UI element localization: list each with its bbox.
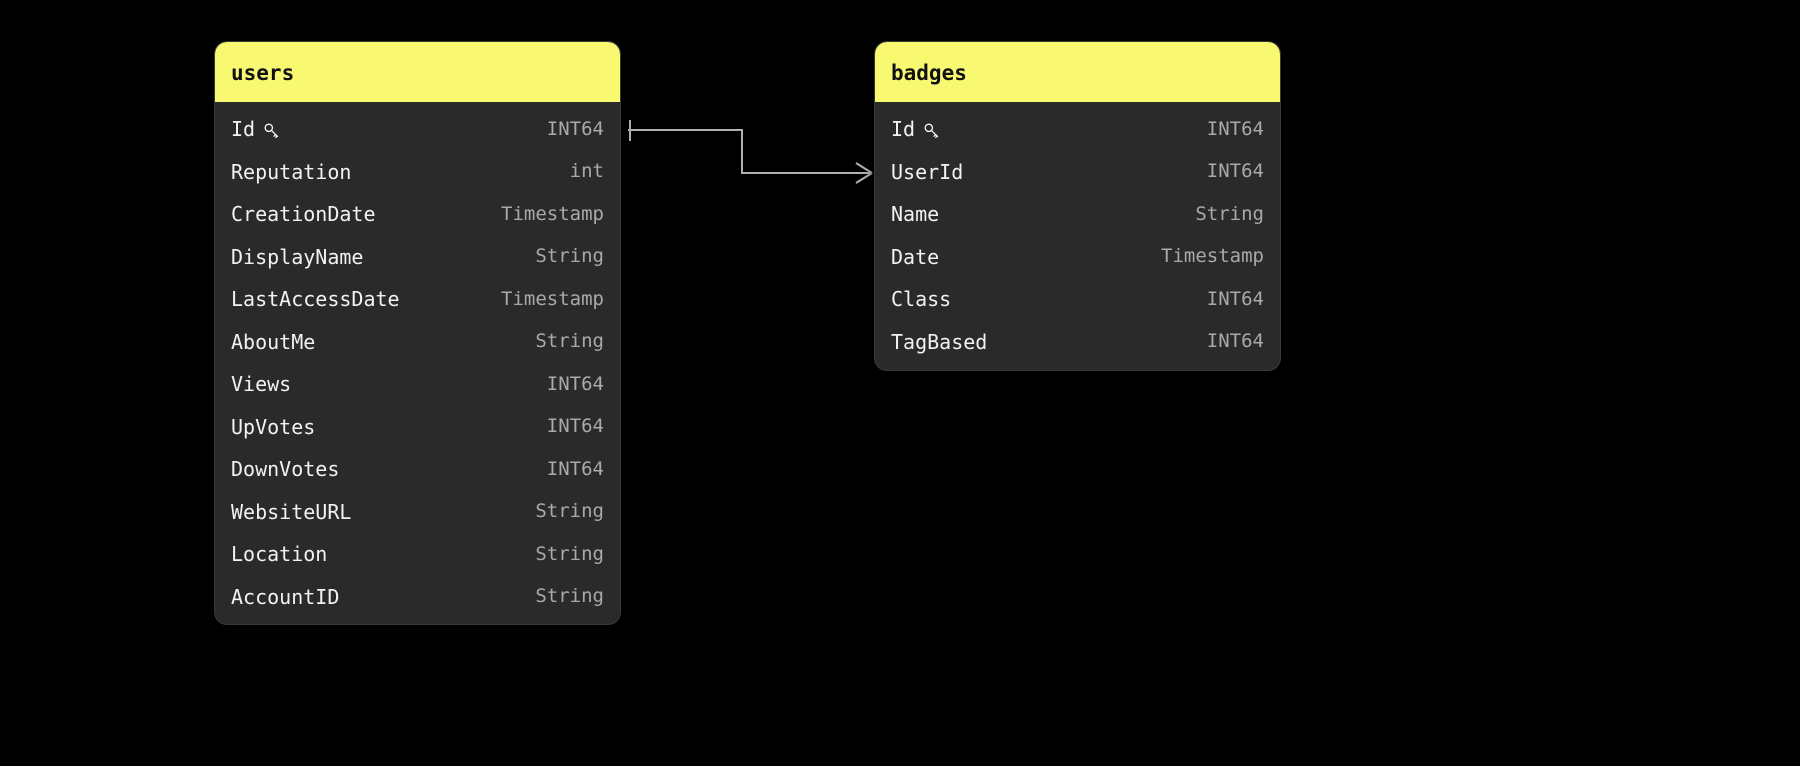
entity-title-users[interactable]: users [215, 42, 620, 102]
field-row[interactable]: UpVotes INT64 [215, 406, 620, 449]
field-name-wrapper: Name [891, 204, 939, 224]
field-type: String [535, 542, 604, 565]
relationship-line [628, 129, 862, 174]
field-type: INT64 [546, 415, 604, 438]
field-name-wrapper: Views [231, 374, 291, 394]
field-row[interactable]: CreationDate Timestamp [215, 193, 620, 236]
field-type: INT64 [1206, 160, 1264, 183]
field-name: Views [231, 372, 292, 397]
field-name-wrapper: AccountID [231, 587, 339, 607]
field-name-wrapper: CreationDate [231, 204, 376, 224]
field-row[interactable]: AccountID String [215, 576, 620, 619]
cardinality-many-marker [855, 162, 873, 184]
field-row[interactable]: Id INT64 [215, 108, 620, 151]
field-type: INT64 [546, 457, 604, 480]
field-type: int [569, 160, 604, 183]
field-name: Date [891, 244, 940, 269]
field-type: String [1195, 202, 1264, 225]
field-row[interactable]: Name String [875, 193, 1280, 236]
field-row[interactable]: DownVotes INT64 [215, 448, 620, 491]
key-icon [922, 121, 941, 140]
field-name-wrapper: Reputation [231, 162, 351, 182]
field-name-wrapper: UpVotes [231, 417, 315, 437]
field-type: INT64 [1206, 117, 1264, 140]
field-name-wrapper: Id [891, 119, 941, 139]
field-row[interactable]: TagBased INT64 [875, 321, 1280, 364]
field-type: Timestamp [1161, 245, 1264, 268]
field-name-wrapper: DisplayName [231, 247, 363, 267]
field-name: AboutMe [231, 329, 316, 354]
field-type: INT64 [1206, 330, 1264, 353]
field-name-wrapper: Location [231, 544, 327, 564]
field-name: Id [231, 117, 256, 142]
key-icon [262, 121, 281, 140]
field-name-wrapper: Class [891, 289, 951, 309]
field-name-wrapper: LastAccessDate [231, 289, 400, 309]
field-name: AccountID [231, 584, 340, 609]
field-row[interactable]: Date Timestamp [875, 236, 1280, 279]
field-row[interactable]: DisplayName String [215, 236, 620, 279]
entity-title-badges[interactable]: badges [875, 42, 1280, 102]
field-name: Name [891, 202, 940, 227]
field-type: INT64 [1206, 287, 1264, 310]
field-type: String [535, 500, 604, 523]
field-type: String [535, 245, 604, 268]
field-name: TagBased [891, 329, 988, 354]
field-row[interactable]: UserId INT64 [875, 151, 1280, 194]
field-name-wrapper: Date [891, 247, 939, 267]
field-row[interactable]: Reputation int [215, 151, 620, 194]
field-name-wrapper: UserId [891, 162, 963, 182]
relationship-users-badges[interactable] [628, 120, 873, 184]
field-type: INT64 [546, 372, 604, 395]
field-name: DisplayName [231, 244, 364, 269]
field-name-wrapper: WebsiteURL [231, 502, 351, 522]
field-name-wrapper: DownVotes [231, 459, 339, 479]
field-name: UpVotes [231, 414, 316, 439]
field-row[interactable]: Class INT64 [875, 278, 1280, 321]
field-name: Id [891, 117, 916, 142]
field-row[interactable]: Id INT64 [875, 108, 1280, 151]
field-name: UserId [891, 159, 964, 184]
field-name: WebsiteURL [231, 499, 352, 524]
field-row[interactable]: LastAccessDate Timestamp [215, 278, 620, 321]
field-name: Reputation [231, 159, 352, 184]
field-name: CreationDate [231, 202, 376, 227]
field-name: Class [891, 287, 952, 312]
field-name-wrapper: Id [231, 119, 281, 139]
field-row[interactable]: WebsiteURL String [215, 491, 620, 534]
field-row[interactable]: AboutMe String [215, 321, 620, 364]
field-name: Location [231, 542, 328, 567]
field-name-wrapper: TagBased [891, 332, 987, 352]
field-row[interactable]: Views INT64 [215, 363, 620, 406]
field-name-wrapper: AboutMe [231, 332, 315, 352]
field-type: INT64 [546, 117, 604, 140]
field-name: DownVotes [231, 457, 340, 482]
field-row[interactable]: Location String [215, 533, 620, 576]
field-type: Timestamp [501, 287, 604, 310]
field-type: Timestamp [501, 202, 604, 225]
field-name: LastAccessDate [231, 287, 400, 312]
field-type: String [535, 330, 604, 353]
field-type: String [535, 585, 604, 608]
